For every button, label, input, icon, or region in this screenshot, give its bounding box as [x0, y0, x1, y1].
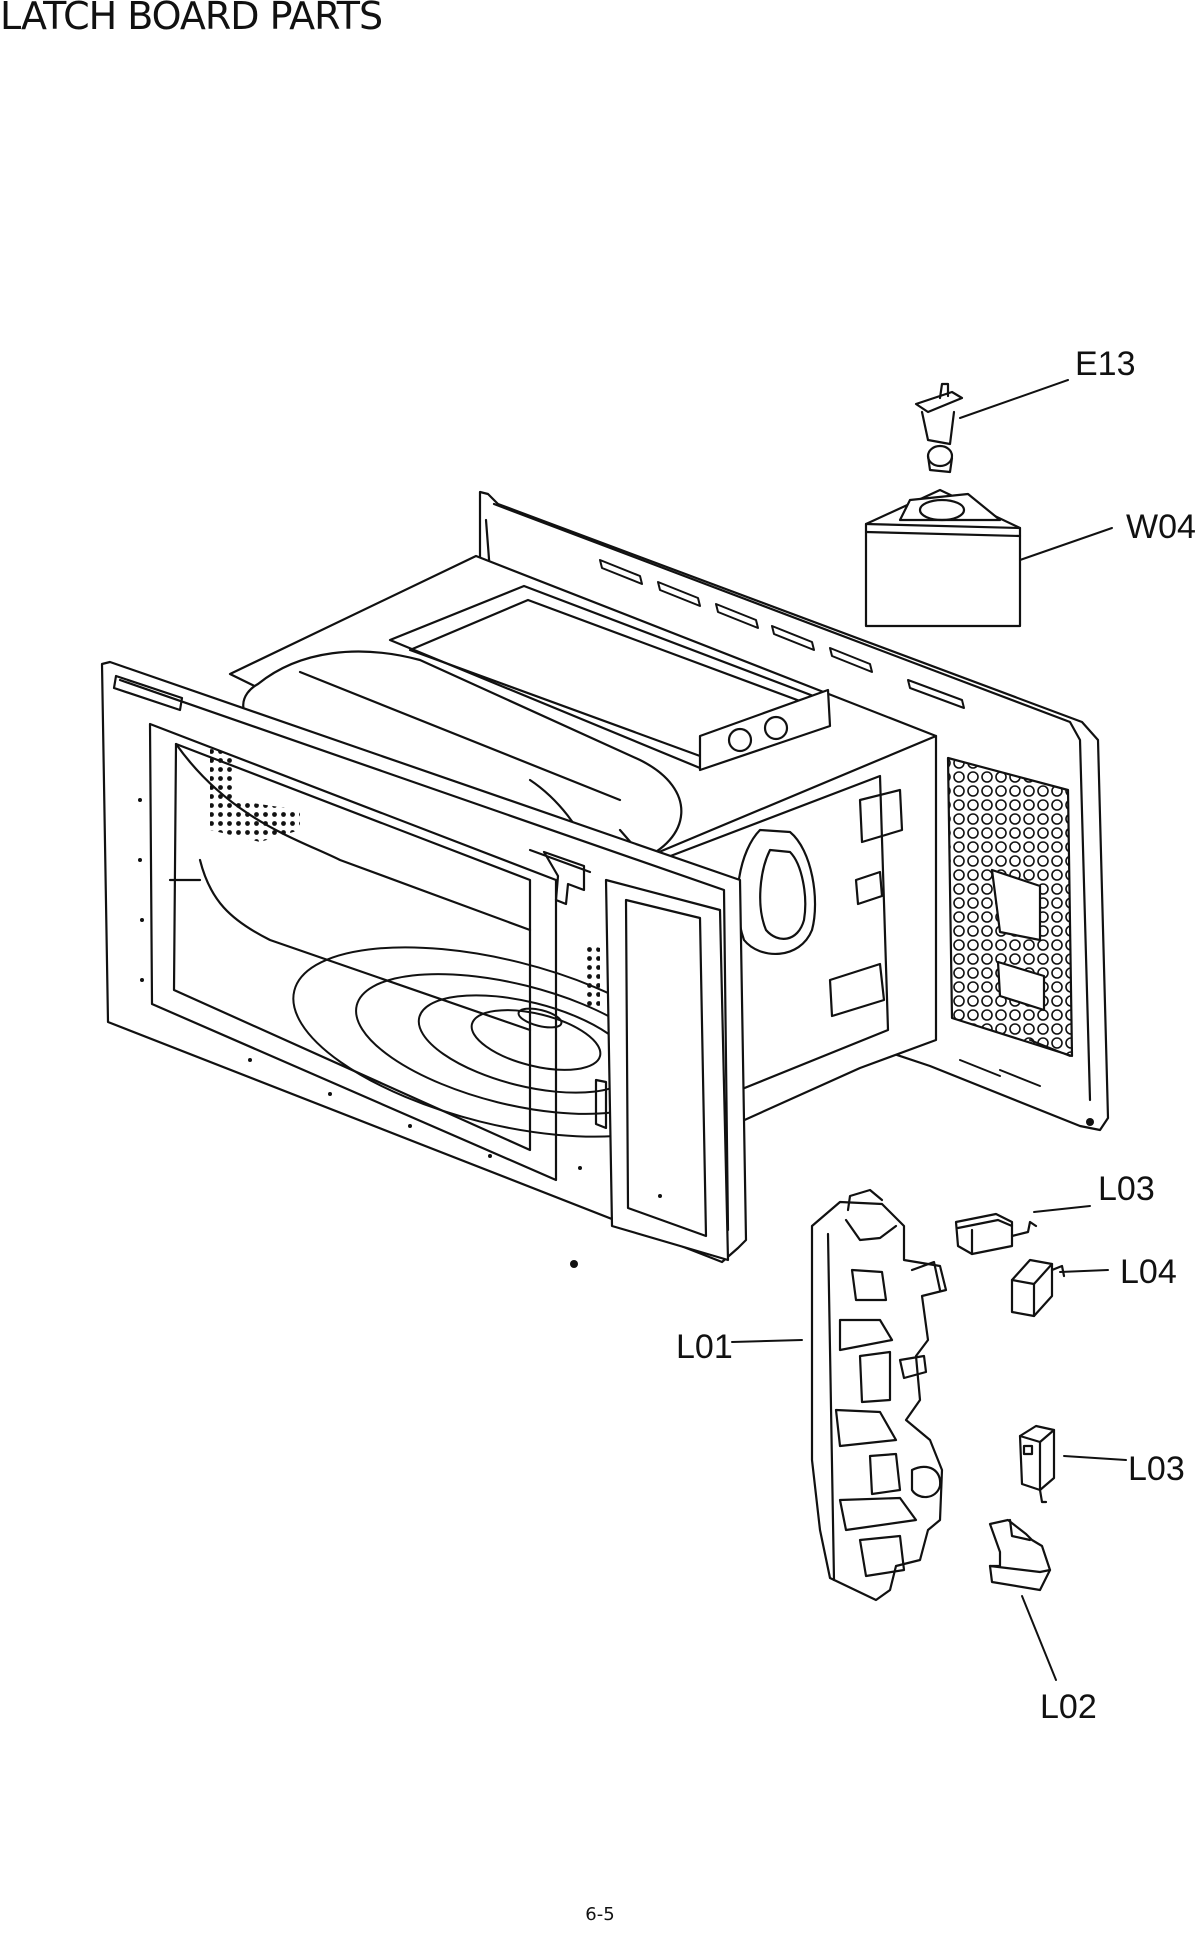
w04-lamp-cover: [864, 488, 1022, 628]
callout-e13: E13: [1075, 345, 1136, 383]
callout-l01: L01: [676, 1328, 733, 1366]
leader-lines: [731, 379, 1127, 1681]
page-number: 6-5: [585, 1904, 615, 1925]
callout-l03-top: L03: [1098, 1170, 1155, 1208]
column-mesh: [586, 944, 600, 1010]
frame-rivets: [138, 798, 1094, 1268]
oven-cavity: [100, 490, 1110, 1268]
callout-w04: W04: [1126, 508, 1196, 546]
callout-l02: L02: [1040, 1688, 1097, 1726]
l01-latch-board: [810, 1188, 948, 1602]
callout-l04: L04: [1120, 1253, 1177, 1291]
callout-l03-bottom: L03: [1128, 1450, 1185, 1488]
l03-top-switch: [954, 1212, 1038, 1256]
l02-lever: [988, 1518, 1052, 1592]
cavity-light-mesh: [210, 748, 300, 842]
e13-lamp: [914, 382, 964, 474]
page-title: LATCH BOARD PARTS: [0, 0, 383, 38]
l03-bottom-switch: [1018, 1424, 1056, 1504]
l04-switch: [1010, 1258, 1066, 1318]
